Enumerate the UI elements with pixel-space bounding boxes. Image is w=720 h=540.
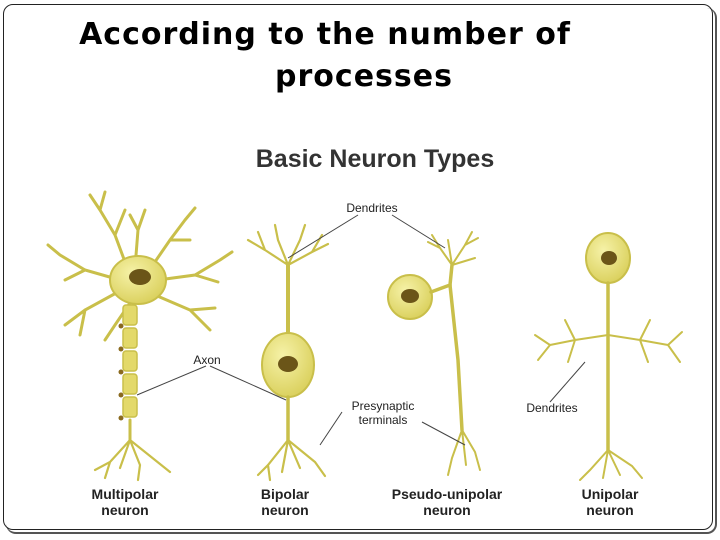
pseudo-unipolar-caption-line-1: Pseudo-unipolar [391, 486, 503, 502]
multipolar-dendrites [46, 190, 234, 342]
pseudo-unipolar-nucleus [401, 289, 419, 303]
bipolar-caption-line-1: Bipolar [260, 486, 310, 502]
presynaptic-terminals-label: Presynaptic terminals [338, 399, 428, 427]
bipolar-nucleus [278, 356, 298, 372]
dendrites-leader-bipolar [287, 214, 359, 259]
terminals-leader-pseudo [421, 421, 466, 446]
axon-leader-multipolar [136, 365, 207, 396]
unipolar-caption-line-2: neuron [586, 502, 634, 518]
presynaptic-label-line-2: terminals [358, 413, 408, 427]
pseudo-unipolar-neuron [387, 231, 481, 476]
slide-title: According to the number of processes [0, 14, 720, 98]
pseudo-unipolar-caption-line-2: neuron [423, 502, 471, 518]
unipolar-neuron-caption: Unipolar neuron [535, 486, 685, 518]
presynaptic-label-line-1: Presynaptic [351, 399, 415, 413]
multipolar-neuron-caption: Multipolar neuron [50, 486, 200, 518]
unipolar-neuron [534, 232, 683, 481]
multipolar-neuron [46, 190, 234, 482]
bipolar-neuron [246, 223, 330, 482]
multipolar-caption-line-2: neuron [101, 502, 149, 518]
multipolar-nucleus [129, 269, 151, 285]
dendrites-leader-unipolar [549, 361, 586, 403]
slide-frame [3, 4, 713, 530]
unipolar-caption-line-1: Unipolar [581, 486, 639, 502]
dendrites-right-label: Dendrites [526, 401, 578, 415]
slide-frame-shadow [6, 8, 717, 534]
axon-leader-bipolar [209, 365, 287, 401]
slide-title-line-2: processes [275, 59, 453, 94]
slide-title-line-1: According to the number of [79, 17, 571, 52]
bipolar-caption-line-2: neuron [261, 502, 309, 518]
leader-lines [136, 214, 586, 446]
dendrites-top-label: Dendrites [346, 201, 398, 215]
dendrites-leader-pseudo [391, 214, 446, 249]
bipolar-neuron-caption: Bipolar neuron [210, 486, 360, 518]
multipolar-nodes [118, 323, 124, 421]
figure-title: Basic Neuron Types [255, 145, 495, 173]
pseudo-unipolar-neuron-caption: Pseudo-unipolar neuron [372, 486, 522, 518]
multipolar-caption-line-1: Multipolar [91, 486, 159, 502]
neuron-illustration [46, 190, 683, 482]
unipolar-nucleus [601, 251, 617, 265]
multipolar-axon [93, 304, 172, 482]
neuron-types-figure: Basic Neuron Types Dendrites Axon Presyn… [20, 140, 700, 524]
terminals-leader-bipolar [319, 411, 343, 446]
axon-label: Axon [193, 353, 221, 367]
